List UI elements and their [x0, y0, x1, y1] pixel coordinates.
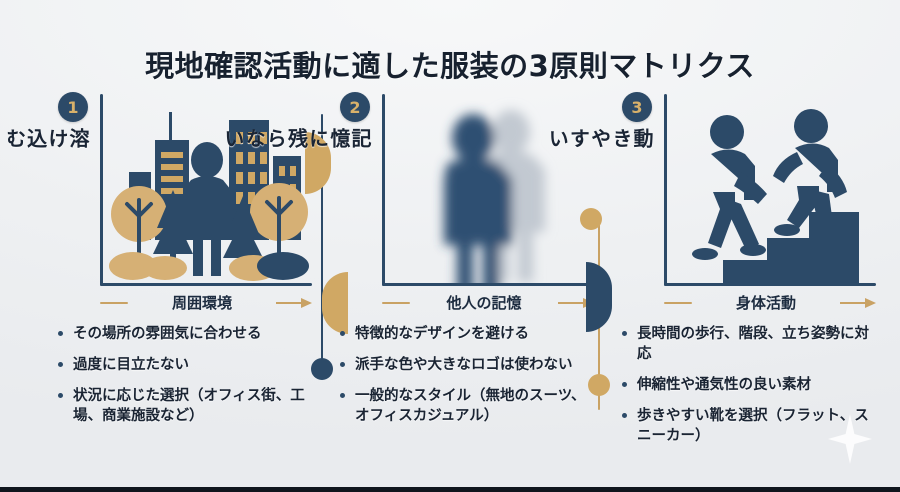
x-axis-label-3: 身体活動: [735, 294, 796, 312]
principle-chart-2: [382, 94, 594, 286]
list-item: 状況に応じた選択（オフィス街、工場、商業施設など）: [56, 386, 314, 426]
y-axis-line-1: [100, 94, 103, 286]
y-axis-line-3: [664, 94, 667, 286]
divider-leaf-navy: [586, 262, 612, 332]
divider-ornament-2: [580, 96, 618, 416]
x-axis-label-1: 周囲環境: [171, 294, 232, 312]
bottom-bar: [0, 487, 900, 492]
divider-dot-gold-top: [580, 208, 602, 230]
list-item: 歩きやすい靴を選択（フラット、スニーカー）: [620, 406, 878, 446]
axis-arrow-right-1: [276, 297, 312, 308]
principle-bullets-1: その場所の雰囲気に合わせる 過度に目立たない 状況に応じた選択（オフィス街、工場…: [56, 324, 314, 437]
divider-dot-navy: [311, 358, 333, 380]
principle-number-badge-1: 1: [58, 92, 88, 122]
principle-vertical-label-2: 記憶に残らない: [220, 128, 372, 149]
list-item: 長時間の歩行、階段、立ち姿勢に対応: [620, 324, 878, 364]
city-trees-person-illustration: [103, 94, 312, 283]
principle-vertical-label-3: 動きやすい: [545, 128, 654, 149]
list-item: 一般的なスタイル（無地のスーツ、オフィスカジュアル）: [338, 386, 596, 426]
list-item: その場所の雰囲気に合わせる: [56, 324, 314, 344]
list-item: 伸縮性や通気性の良い素材: [620, 375, 878, 395]
list-item: 派手な色や大きなロゴは使わない: [338, 355, 596, 375]
x-axis-caption-3: 身体活動: [664, 292, 876, 313]
divider-leaf-gold-bottom: [322, 272, 348, 334]
x-axis-label-2: 他人の記憶: [446, 294, 522, 312]
axis-arrow-right-3: [840, 297, 876, 308]
divider-dot-gold-bottom: [588, 374, 610, 396]
x-axis-line-2: [382, 283, 594, 286]
y-axis-line-2: [382, 94, 385, 286]
principle-bullets-2: 特徴的なデザインを避ける 派手な色や大きなロゴは使わない 一般的なスタイル（無地…: [338, 324, 596, 437]
page-title: 現地確認活動に適した服装の3原則マトリクス: [145, 49, 755, 84]
blurred-two-people-illustration: [385, 94, 594, 283]
divider-ornament-1: [305, 96, 348, 396]
principle-number-badge-3: 3: [622, 92, 652, 122]
x-axis-caption-2: 他人の記憶: [382, 292, 594, 313]
principle-number-badge-2: 2: [340, 92, 370, 122]
axis-rule-left-2: [382, 301, 410, 304]
principle-chart-3: [664, 94, 876, 286]
principle-vertical-label-1: 溶け込む: [2, 128, 90, 149]
principle-bullets-3: 長時間の歩行、階段、立ち姿勢に対応 伸縮性や通気性の良い素材 歩きやすい靴を選択…: [620, 324, 878, 457]
axis-rule-left-1: [100, 301, 128, 304]
list-item: 特徴的なデザインを避ける: [338, 324, 596, 344]
axis-rule-left-3: [664, 301, 692, 304]
principle-chart-1: [100, 94, 312, 286]
people-climbing-stairs-illustration: [667, 94, 876, 283]
x-axis-caption-1: 周囲環境: [100, 292, 312, 313]
x-axis-line-3: [664, 283, 876, 286]
list-item: 過度に目立たない: [56, 355, 314, 375]
divider-stem-1: [321, 114, 323, 364]
x-axis-line-1: [100, 283, 312, 286]
